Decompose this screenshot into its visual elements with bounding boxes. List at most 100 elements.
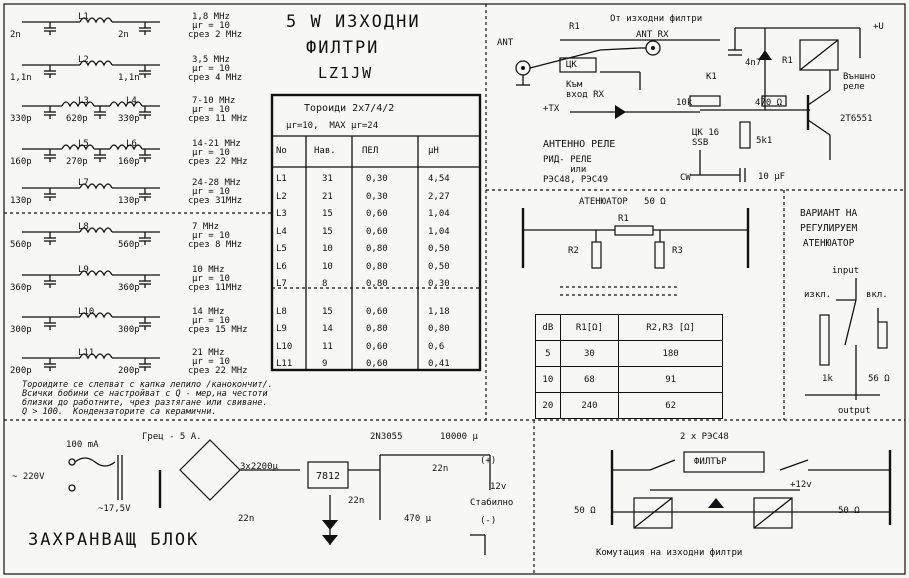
toroid-subtitle: μr=10, MAX μr=24	[286, 121, 379, 131]
sw-12v: +12v	[790, 480, 812, 490]
relay-c: 4n7	[745, 58, 762, 68]
filter-coil: L9	[78, 265, 89, 275]
relay-r1b: R1	[782, 56, 793, 66]
filter-cap-mid: 620p	[66, 114, 88, 124]
filter-cutoff: срез 31MHz	[188, 196, 243, 206]
filter-cap-right: 360p	[118, 283, 140, 293]
filter-mu: μr = 10	[192, 357, 230, 367]
att-cell: 10	[535, 366, 561, 393]
filter-mu: μr = 10	[192, 187, 230, 197]
toroid-cell: L6	[276, 261, 287, 272]
psu-c22n: 22n	[238, 514, 255, 524]
toroid-cell: 0,60	[366, 341, 388, 352]
filter-cap-left: 330p	[10, 114, 32, 124]
filter-cap-left: 1,1n	[10, 73, 32, 83]
filter-cutoff: срез 8 MHz	[188, 240, 243, 250]
toroid-title: Тороиди 2х7/4/2	[304, 103, 395, 114]
toroid-cell: 0,50	[428, 244, 450, 254]
filter-cutoff: срез 22 MHz	[188, 157, 248, 167]
filter-mu: μr = 10	[192, 64, 230, 74]
toroid-cell: L11	[276, 359, 293, 369]
relay-c10: 10 μF	[758, 172, 786, 182]
filter-coil: L2	[78, 55, 89, 65]
filter-band: 7-10 MHz	[192, 96, 236, 106]
filter-mu: μr = 10	[192, 274, 230, 284]
att-r3: R3	[672, 246, 683, 256]
toroid-cell: 0,80	[428, 324, 450, 334]
filter-coil: L1	[78, 12, 89, 22]
title-line1: 5 W ИЗХОДНИ	[286, 12, 421, 32]
filter-cap-left: 2n	[10, 30, 21, 40]
filter-coil: L5	[78, 139, 89, 149]
filter-cap-left: 130p	[10, 196, 32, 206]
toroid-cell: 4,54	[428, 174, 450, 184]
toroid-cell: 0,80	[366, 324, 388, 334]
filter-coil: L8	[78, 222, 89, 232]
toroid-cell: 31	[322, 174, 333, 184]
assembly-note: Тороидите се слепват с капка лепило /кан…	[22, 380, 273, 417]
psu-caps: 3х2200μ	[240, 462, 278, 472]
toroid-cell: 0,30	[428, 279, 450, 289]
relay-plus-u: +U	[873, 22, 884, 32]
att-cell: 30	[559, 340, 620, 367]
psu-trans: 2N3055	[370, 432, 403, 442]
toroid-cell: 10	[322, 261, 333, 272]
filter-cap-right: 200p	[118, 366, 140, 376]
toroid-cell: 14	[322, 324, 333, 334]
psu-title: ЗАХРАНВАЩ БЛОК	[28, 530, 200, 550]
relay-ant-rx: ANT RX	[636, 30, 669, 40]
filter-coil: L11	[78, 348, 95, 358]
psu-fuse: 100 mA	[66, 440, 99, 450]
toroid-cell: 21	[322, 191, 333, 202]
toroid-cell: L10	[276, 341, 293, 352]
filter-band: 3,5 MHz	[192, 55, 230, 65]
att-cell: 62	[618, 392, 723, 419]
relay-r470: 470 Ω	[755, 98, 783, 108]
variant-input: input	[832, 266, 860, 276]
att-cell: 68	[559, 366, 620, 393]
relay-ant: ANT	[497, 38, 514, 48]
filter-cap-right: 330p	[118, 114, 140, 124]
variant-1k: 1k	[822, 374, 833, 384]
att-r1: R1	[618, 214, 629, 224]
toroid-cell: 10	[322, 244, 333, 254]
att-h2: R2,R3 [Ω]	[618, 314, 723, 341]
filter-cutoff: срез 22 MHz	[188, 366, 248, 376]
psu-c470: 470 μ	[404, 514, 432, 524]
toroid-cell: L3	[276, 209, 287, 219]
toroid-cell: 8	[322, 279, 328, 289]
filter-cap-left: 560p	[10, 240, 32, 250]
filter-cutoff: срез 11MHz	[188, 283, 243, 293]
variant-title: ВАРИАНТ НА РЕГУЛИРУЕМ АТЕНЮАТОР	[800, 208, 858, 249]
filter-coil: L7	[78, 178, 89, 188]
filter-cap-left: 200p	[10, 366, 32, 376]
psu-plus: (+)	[480, 456, 497, 466]
toroid-cell: 1,04	[428, 209, 450, 219]
toroid-cell: 0,80	[366, 261, 388, 272]
sw-right: 50 Ω	[838, 506, 860, 516]
psu-bridge: Грец - 5 A.	[142, 432, 202, 442]
filter-cap-right: 560p	[118, 240, 140, 250]
att-h1: R1[Ω]	[559, 314, 620, 341]
att-cell: 240	[559, 392, 620, 419]
toroid-col-header: Нав.	[314, 146, 336, 156]
filter-cutoff: срез 11 MHz	[188, 114, 248, 124]
toroid-cell: 15	[322, 226, 333, 237]
att-h0: dB	[535, 314, 561, 341]
relay-r1: R1	[569, 22, 580, 32]
toroid-cell: 0,6	[428, 341, 445, 352]
filter-mu: μr = 10	[192, 316, 230, 326]
relay-ext: Външно реле	[843, 72, 876, 92]
att-cell: 91	[618, 366, 723, 393]
toroid-cell: 0,80	[366, 244, 388, 254]
variant-56: 56 Ω	[868, 374, 890, 384]
toroid-cell: 9	[322, 359, 328, 369]
toroid-cell: 0,30	[366, 174, 388, 184]
filter-cap-left: 160p	[10, 157, 32, 167]
filter-coil: L3	[78, 96, 89, 106]
